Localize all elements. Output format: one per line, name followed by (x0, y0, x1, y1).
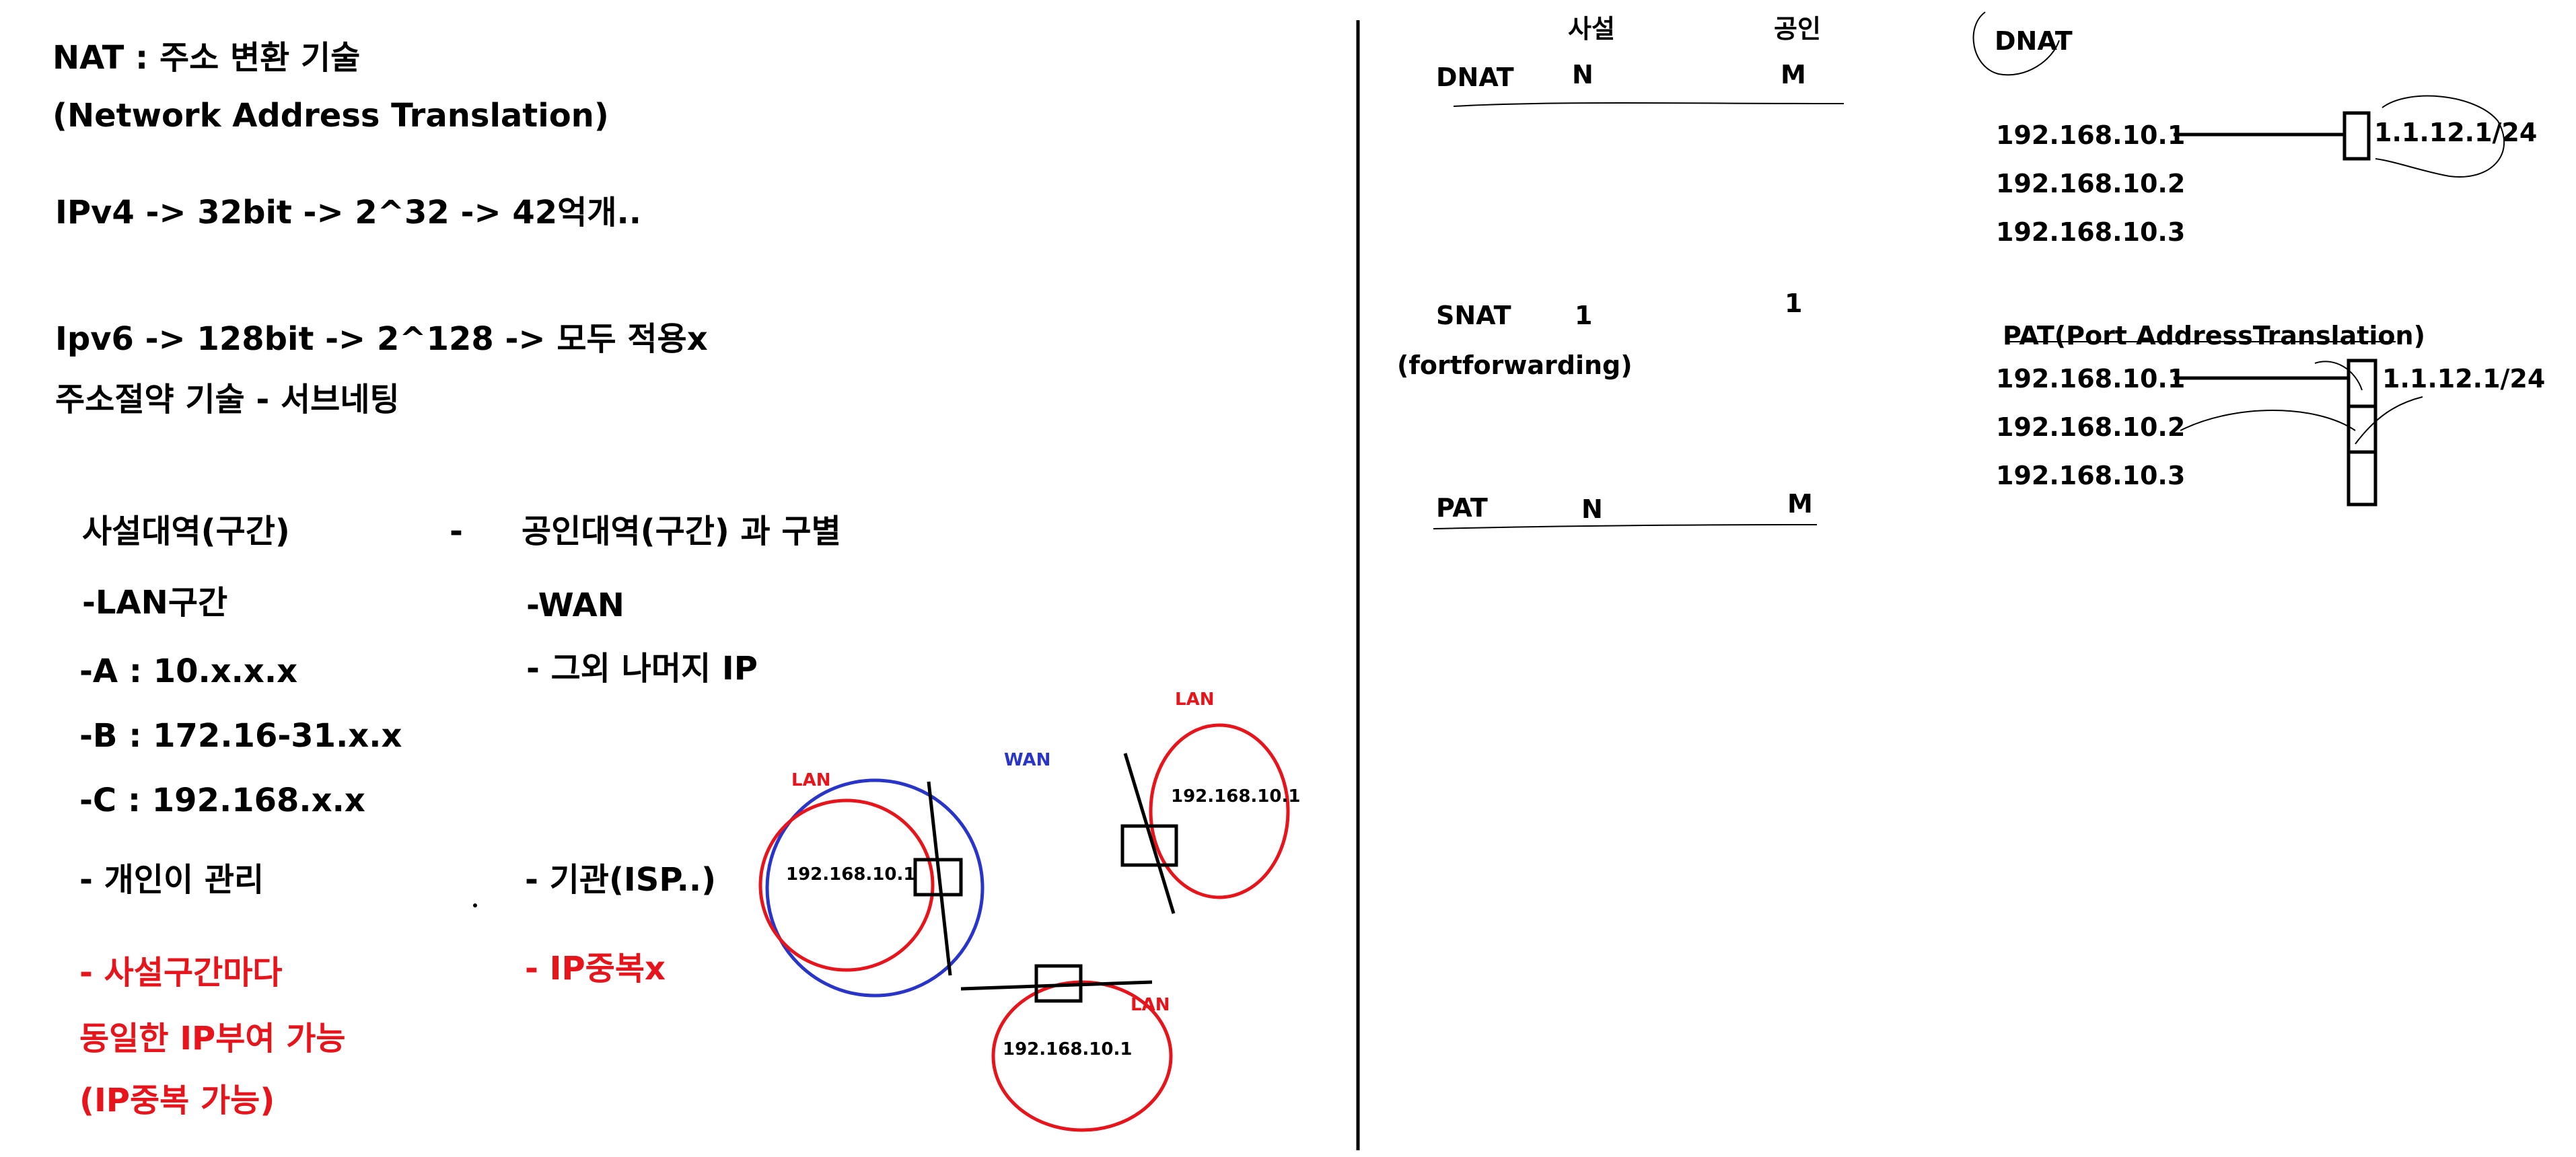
stray-dot (473, 903, 477, 907)
pat-sketch-curve-1 (2180, 410, 2356, 431)
row-snat-name: SNAT (1436, 301, 1511, 330)
wan-label-text: -WAN (526, 587, 624, 624)
lan-right-ip: 192.168.10.1 (1171, 786, 1300, 807)
pat-ip-2: 192.168.10.2 (1996, 412, 2185, 442)
class-a-range: -A : 10.x.x.x (79, 652, 297, 690)
row-dnat-private: N (1572, 60, 1594, 89)
router-right (1120, 824, 1178, 867)
row-snat-note: (fortforwarding) (1397, 350, 1633, 380)
nat-type-table: 사설 공인 DNAT N M SNAT 1 1 (fortforwarding)… (1397, 14, 1845, 529)
lan-left-circle (758, 798, 935, 972)
nat-title: NAT : 주소 변환 기술 (52, 39, 360, 77)
dnat-title-circle (1972, 11, 2060, 76)
lan-left-label: LAN (791, 770, 830, 790)
row-snat-public: 1 (1785, 289, 1802, 318)
row-pat-name: PAT (1436, 493, 1488, 523)
pat-title: PAT(Port AddressTranslation) (2003, 321, 2425, 350)
ipv4-line: IPv4 -> 32bit -> 2^32 -> 42억개.. (55, 194, 641, 231)
pat-public-ip: 1.1.12.1/24 (2382, 364, 2545, 394)
dnat-ip-3: 192.168.10.3 (1996, 217, 2185, 247)
public-band-header: 공인대역(구간) 과 구별 (522, 513, 841, 550)
org-managed: - 기관(ISP..) (525, 861, 716, 899)
pat-diagram: PAT(Port AddressTranslation) 192.168.10.… (1996, 321, 2545, 507)
dnat-ip-1: 192.168.10.1 (1996, 120, 2185, 150)
boundary-right (1123, 753, 1176, 914)
dnat-public-ip: 1.1.12.1/24 (2374, 118, 2537, 147)
pat-port-1 (2347, 359, 2377, 408)
wan-circle (765, 778, 985, 998)
header-dash: - (450, 513, 463, 550)
pat-ip-3: 192.168.10.3 (1996, 461, 2185, 490)
lan-right-label: LAN (1175, 689, 1214, 710)
nat-title-english: (Network Address Translation) (52, 97, 609, 135)
row-snat-private: 1 (1575, 301, 1592, 330)
pat-ip-1: 192.168.10.1 (1996, 364, 2185, 394)
lan-right-circle (1149, 723, 1290, 899)
col-public-header: 공인 (1774, 14, 1821, 44)
private-band-header: 사설대역(구간) (82, 513, 290, 550)
pat-sketch-curve-2 (2355, 396, 2423, 445)
class-c-range: -C : 192.168.x.x (79, 782, 365, 819)
col-private-header: 사설 (1568, 14, 1615, 44)
lan-left-ip: 192.168.10.1 (786, 864, 915, 885)
address-saving-line: 주소절약 기술 - 서브네팅 (55, 381, 400, 418)
dnat-public-ip-circle (2375, 95, 2505, 178)
row-pat-underline (1433, 524, 1818, 529)
other-ip-text: - 그외 나머지 IP (526, 650, 758, 687)
class-b-range: -B : 172.16-31.x.x (79, 717, 402, 755)
private-note-line1: - 사설구간마다 (79, 954, 283, 992)
dnat-router (2342, 111, 2371, 161)
public-note: - IP중복x (525, 950, 666, 987)
private-note-line3: (IP중복 가능) (79, 1082, 275, 1119)
wan-circle-label: WAN (1004, 750, 1050, 770)
lan-bottom-label: LAN (1131, 995, 1170, 1015)
dnat-diagram: DNAT 192.168.10.1 192.168.10.2 192.168.1… (1972, 11, 2537, 247)
lan-zone-label: -LAN구간 (82, 584, 227, 622)
row-pat-private: N (1581, 494, 1603, 524)
pat-sketch-curve-3 (2314, 361, 2363, 391)
network-diagram: WAN (765, 750, 1050, 998)
lan-bottom-ip: 192.168.10.1 (1003, 1039, 1132, 1059)
private-note-line2: 동일한 IP부여 가능 (79, 1020, 346, 1057)
row-pat-public: M (1787, 489, 1813, 519)
dnat-ip-2: 192.168.10.2 (1996, 169, 2185, 198)
row-dnat-name: DNAT (1436, 63, 1514, 92)
boundary-left (927, 781, 952, 976)
row-dnat-public: M (1781, 60, 1806, 89)
personal-managed: - 개인이 관리 (79, 861, 264, 899)
boundary-bottom (960, 980, 1153, 991)
pat-port-3 (2347, 450, 2377, 507)
ipv6-line: Ipv6 -> 128bit -> 2^128 -> 모두 적용x (55, 320, 708, 358)
dnat-title: DNAT (1995, 26, 2073, 56)
row-dnat-underline (1453, 102, 1845, 107)
